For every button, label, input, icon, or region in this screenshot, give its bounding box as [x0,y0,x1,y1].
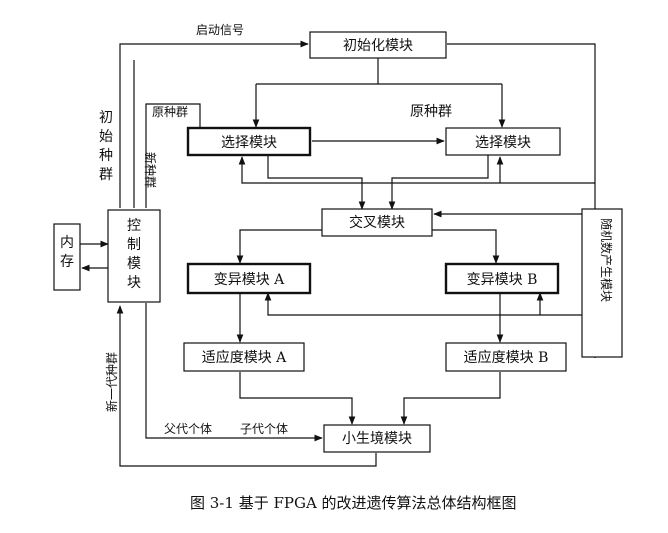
label-new-population: 新种群 [143,152,158,188]
arrow-crossover-to-mutate-a [236,229,322,264]
node-crossover: 交叉模块 [321,208,433,237]
label-start-signal: 启动信号 [196,23,244,37]
arrow-select-right-to-crossover [388,155,489,210]
arrow-random-to-mutate-a [264,292,582,316]
arrow-fitness-a-to-habitat [239,372,356,425]
node-habitat-label: 小生境模块 [342,431,412,447]
node-random: 随机数产生模块 [581,208,623,358]
label-orig-population-left: 原种群 [152,105,188,119]
node-control: 控制模块 [107,209,161,303]
node-fitness-a: 适应度模块 A [183,342,305,372]
label-parent-individual: 父代个体 [164,422,212,436]
arrow-control-to-select-left [145,103,201,208]
node-fitness-b: 适应度模块 B [445,342,567,372]
node-select-left: 选择模块 [186,126,312,157]
node-fitness-b-label: 适应度模块 B [464,349,549,366]
arrow-start-signal [119,40,309,208]
node-mutate-a-label: 变异模块 A [214,272,285,288]
node-habitat: 小生境模块 [323,424,431,453]
figure-caption: 图 3-1 基于 FPGA 的改进遗传算法总体结构框图 [190,494,517,512]
arrow-init-to-control [447,43,596,358]
label-child-individual: 子代个体 [240,422,288,436]
label-next-gen-population: 新一代种群 [104,352,119,412]
arrow-control-to-habitat [145,303,323,442]
label-initial-population: 初始种群 [99,109,113,183]
node-memory: 内存 [53,223,81,291]
arrow-crossover-to-mutate-b [432,229,500,264]
node-select-right: 选择模块 [445,127,561,156]
label-orig-population-right: 原种群 [410,104,452,120]
node-random-label: 随机数产生模块 [599,218,614,302]
arrow-habitat-to-control [116,305,377,467]
node-mutate-b: 变异模块 B [444,262,560,295]
node-init: 初始化模块 [309,31,447,59]
node-select-left-label: 选择模块 [221,135,277,151]
node-select-right-label: 选择模块 [475,135,531,151]
arrow-init-to-selects [256,58,502,85]
node-memory-label: 内存 [60,235,74,270]
node-crossover-label: 交叉模块 [349,214,405,231]
arrow-fitness-b-to-habitat [400,372,501,425]
node-control-label: 控制模块 [127,218,141,291]
node-init-label: 初始化模块 [343,37,413,54]
node-mutate-a: 变异模块 A [186,262,312,295]
node-mutate-b-label: 变异模块 B [467,272,538,288]
node-fitness-a-label: 适应度模块 A [202,349,287,366]
arrow-select-left-to-crossover [267,155,366,210]
arrow-random-to-select-left [238,156,595,184]
